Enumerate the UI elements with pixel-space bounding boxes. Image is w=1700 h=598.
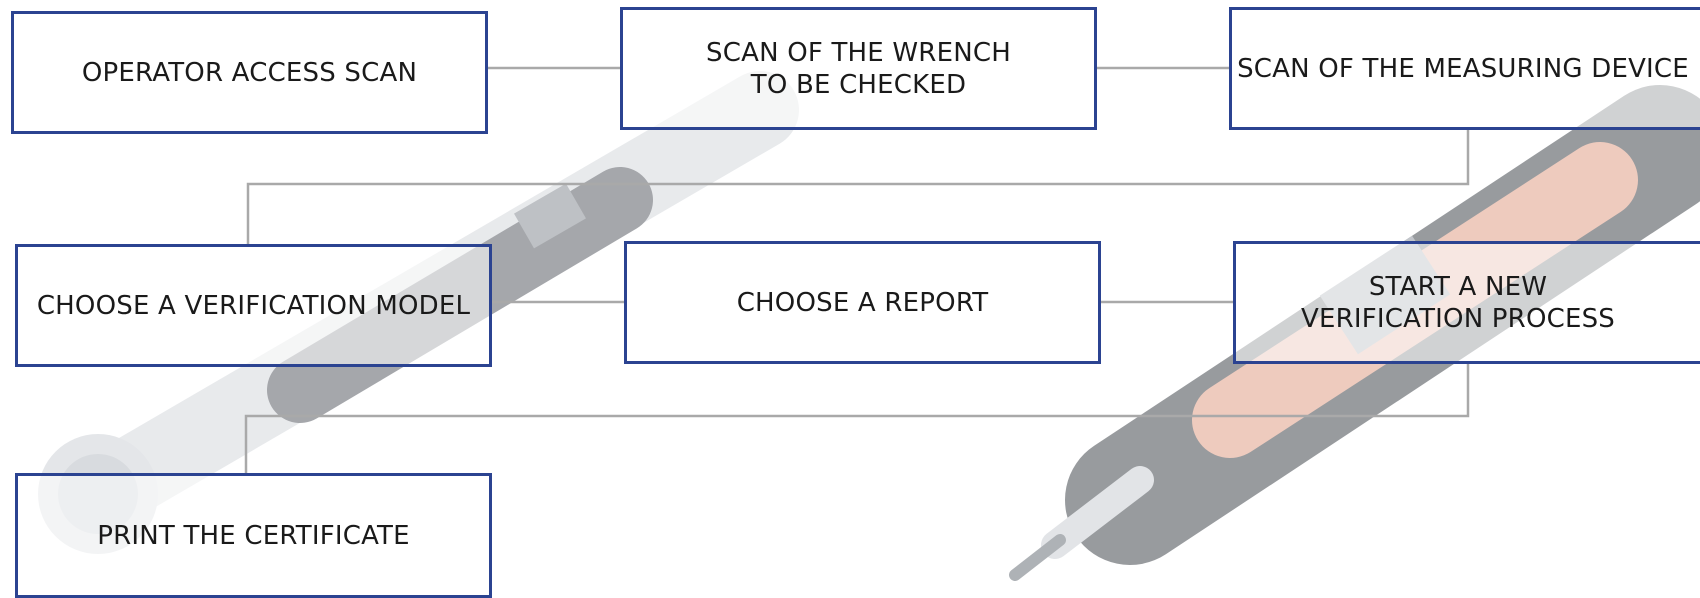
- step-scan-wrench: SCAN OF THE WRENCH TO BE CHECKED: [620, 7, 1097, 130]
- step-choose-verification-model: CHOOSE A VERIFICATION MODEL: [15, 244, 492, 367]
- connector-3-4: [248, 129, 1468, 244]
- step-label: CHOOSE A REPORT: [737, 287, 989, 319]
- step-scan-measuring-device: SCAN OF THE MEASURING DEVICE: [1229, 7, 1700, 130]
- connector-6-7: [246, 361, 1468, 473]
- step-operator-access-scan: OPERATOR ACCESS SCAN: [11, 11, 488, 134]
- step-label: CHOOSE A VERIFICATION MODEL: [37, 290, 470, 322]
- step-label: SCAN OF THE MEASURING DEVICE: [1237, 53, 1695, 85]
- step-choose-report: CHOOSE A REPORT: [624, 241, 1101, 364]
- step-label: OPERATOR ACCESS SCAN: [82, 57, 417, 89]
- step-print-certificate: PRINT THE CERTIFICATE: [15, 473, 492, 598]
- step-label: START A NEW VERIFICATION PROCESS: [1301, 271, 1635, 335]
- step-start-new-verification: START A NEW VERIFICATION PROCESS: [1233, 241, 1700, 364]
- step-label: PRINT THE CERTIFICATE: [97, 520, 410, 552]
- step-label: SCAN OF THE WRENCH TO BE CHECKED: [706, 37, 1011, 101]
